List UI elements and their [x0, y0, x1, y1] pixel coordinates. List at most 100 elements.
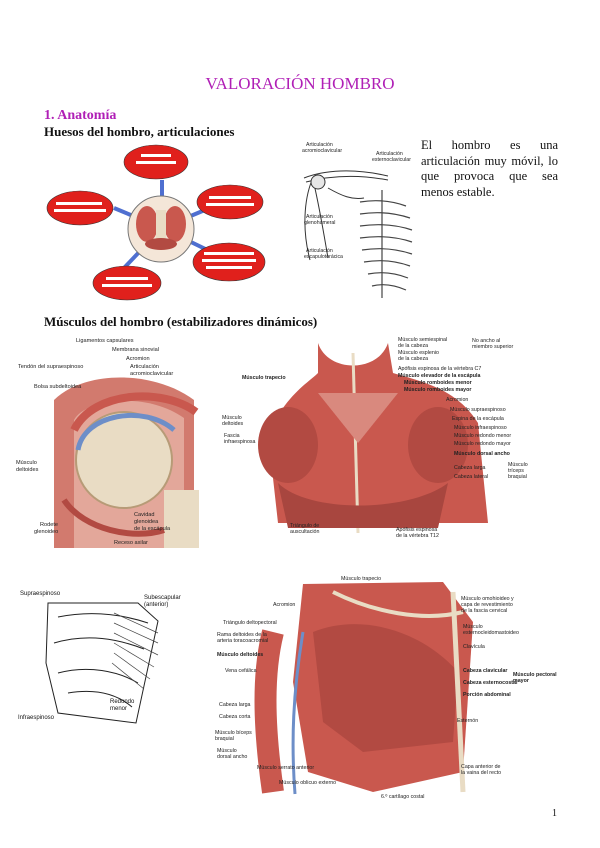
- label-pectoral-1: Músculo pectoral: [513, 672, 557, 678]
- label-musculo-ecm-1: Músculo: [463, 624, 483, 630]
- label-anterior: (anterior): [144, 602, 168, 608]
- label-acromioclavicular-2: acromioclavicular: [302, 148, 342, 154]
- label-acromion-back: Acromion: [446, 397, 468, 403]
- label-musculo-dorsal: Músculo: [217, 748, 237, 754]
- label-capa-revestimiento: capa de revestimiento: [461, 602, 513, 608]
- label-esternon: Esternón: [457, 718, 478, 724]
- label-acromioclavicular-1: Articulación: [306, 142, 333, 148]
- label-infraespinoso: Músculo infraespinoso: [454, 425, 507, 431]
- label-acromion: Acromion: [126, 356, 150, 362]
- label-redondo-mayor: Músculo redondo mayor: [454, 441, 511, 447]
- label-infraespinosa: infraespinosa: [224, 439, 256, 445]
- label-esplenio: Músculo esplenio: [398, 350, 439, 356]
- label-triceps-1: Músculo: [508, 462, 528, 468]
- label-apofisis-t12-1: Apófisis espinosa: [396, 527, 437, 533]
- label-porcion-abdominal: Porción abdominal: [463, 692, 511, 698]
- figure-shoulder-joints: Articulación acromioclavicular Articulac…: [284, 140, 418, 305]
- subheading-muscles: Músculos del hombro (estabilizadores din…: [44, 314, 318, 329]
- label-capa-anterior: Capa anterior de: [461, 764, 501, 770]
- label-triceps-3: braquial: [508, 474, 527, 480]
- figure-back-muscles: Músculo semiespinal de la cabeza Músculo…: [208, 333, 560, 546]
- label-cabeza-esternocostal: Cabeza esternocostal: [463, 680, 518, 686]
- label-infraespinoso-sketch: Infraespinoso: [18, 715, 55, 721]
- label-oblicuo: Músculo oblicuo externo: [279, 780, 336, 786]
- figure-shoulder-cross-section: Ligamentos capsulares Membrana sinovial …: [14, 330, 199, 548]
- label-serrato: Músculo serrato anterior: [257, 765, 314, 771]
- label-escapulotoracica-1: Articulación: [306, 248, 333, 254]
- label-glenohumeral-1: Articulación: [306, 214, 333, 220]
- label-vaina-recto: la vaina del recto: [461, 770, 501, 776]
- label-miembro-superior: miembro superior: [472, 344, 513, 350]
- label-apofisis-t12-2: de la vértebra T12: [396, 533, 439, 539]
- label-rama-deltoides: Rama deltoides de la: [217, 632, 267, 638]
- label-dorsal-ancho: Músculo dorsal ancho: [454, 451, 511, 457]
- label-romboides-menor: Músculo romboides menor: [404, 380, 472, 386]
- label-rodete: Rodete: [40, 522, 58, 528]
- label-apofisis-c7: Apófisis espinosa de la vértebra C7: [398, 366, 481, 372]
- label-cartilago: 6.º cartílago costal: [381, 794, 424, 800]
- label-escapulotoracica-2: escapulotorácica: [304, 254, 343, 260]
- label-trapecio-chest: Músculo trapecio: [341, 576, 381, 582]
- subheading-bones: Huesos del hombro, articulaciones: [44, 124, 235, 139]
- page-number: 1: [552, 808, 557, 819]
- label-glenoidea: glenoidea: [134, 519, 159, 525]
- label-cabeza-larga: Cabeza larga: [454, 465, 486, 471]
- label-cabeza-larga-chest: Cabeza larga: [219, 702, 251, 708]
- label-musculo-deltoides-2: deltoides: [222, 421, 244, 427]
- label-cabeza-corta: Cabeza corta: [219, 714, 251, 720]
- figure-joints-mindmap: [44, 140, 284, 305]
- label-arteria: arteria toracoacromial: [217, 638, 268, 644]
- label-triangulo: Triángulo de: [290, 523, 319, 529]
- label-ligamentos: Ligamentos capsulares: [76, 338, 134, 344]
- section-heading: 1. Anatomía: [44, 108, 117, 123]
- label-glenohumeral-2: glenohumeral: [304, 220, 335, 226]
- label-pectoral-2: mayor: [513, 678, 529, 684]
- label-elevador: Músculo elevador de la escápula: [398, 373, 480, 379]
- label-auscultacion: auscultación: [290, 529, 319, 535]
- label-trapecio: Músculo trapecio: [242, 375, 286, 381]
- intro-paragraph: El hombro es una articulación muy móvil,…: [421, 138, 558, 199]
- label-cabeza-lateral: Cabeza lateral: [454, 474, 488, 480]
- label-musculo-deltoides-1: Músculo: [222, 415, 242, 421]
- label-triceps-2: tríceps: [508, 468, 524, 474]
- label-fascia-cervical: de la fascia cervical: [461, 608, 507, 614]
- label-omohioideo: Músculo omohioideo y: [461, 596, 514, 602]
- label-supraespinoso-sketch: Supraespinoso: [20, 591, 61, 597]
- label-cabeza2: de la cabeza: [398, 356, 428, 362]
- label-cabeza-clavicular: Cabeza clavicular: [463, 668, 507, 674]
- label-biceps: Músculo bíceps: [215, 730, 252, 736]
- label-cabeza1: de la cabeza: [398, 343, 428, 349]
- label-bolsa-subdeltoidea: Bolsa subdeltoidea: [34, 384, 82, 390]
- figure-rotator-cuff: Supraespinoso Subescapular (anterior) In…: [18, 583, 186, 725]
- label-esternoclavicular-1: Articulación: [376, 151, 403, 157]
- label-semiespinal: Músculo semiespinal: [398, 337, 447, 343]
- label-braquial: braquial: [215, 736, 234, 742]
- label-romboides-mayor: Músculo romboides mayor: [404, 387, 471, 393]
- label-vena-cefalica: Vena cefálica: [225, 668, 257, 674]
- label-no-ancho: No ancho al: [472, 338, 500, 344]
- label-clavicula: Clavícula: [463, 644, 485, 650]
- label-musculo: Músculo: [16, 460, 37, 466]
- label-acromioclavicular: acromioclavicular: [130, 371, 173, 377]
- label-cavidad: Cavidad: [134, 512, 155, 518]
- label-esternoclavicular-2: esternoclavicular: [372, 157, 411, 163]
- label-subescapular: Subescapular: [144, 595, 181, 601]
- label-supraespinoso: Músculo supraespinoso: [450, 407, 506, 413]
- label-redondo-menor: Músculo redondo menor: [454, 433, 511, 439]
- label-acromion-chest: Acromion: [273, 602, 295, 608]
- label-espina: Espina de la escápula: [452, 416, 504, 422]
- page-title: VALORACIÓN HOMBRO: [205, 74, 395, 93]
- label-deltoides: deltoides: [16, 467, 39, 473]
- label-deltoides-chest: Músculo deltoides: [217, 652, 263, 658]
- label-redondo: Redondo: [110, 699, 135, 705]
- label-tendon-supraespinoso: Tendón del supraespinoso: [18, 364, 83, 370]
- label-glenoideo: glenoideo: [34, 529, 58, 535]
- label-menor: menor: [110, 706, 127, 712]
- label-articulacion: Articulación: [130, 364, 159, 370]
- label-escapula: de la escápula: [134, 526, 171, 532]
- label-fascia: Fascia: [224, 433, 240, 439]
- label-receso-axilar: Receso axilar: [114, 540, 148, 546]
- label-membrana: Membrana sinovial: [112, 347, 159, 353]
- label-dorsal-ancho-chest: dorsal ancho: [217, 754, 247, 760]
- figure-chest-muscles: Músculo trapecio Acromion Triángulo delt…: [213, 572, 558, 802]
